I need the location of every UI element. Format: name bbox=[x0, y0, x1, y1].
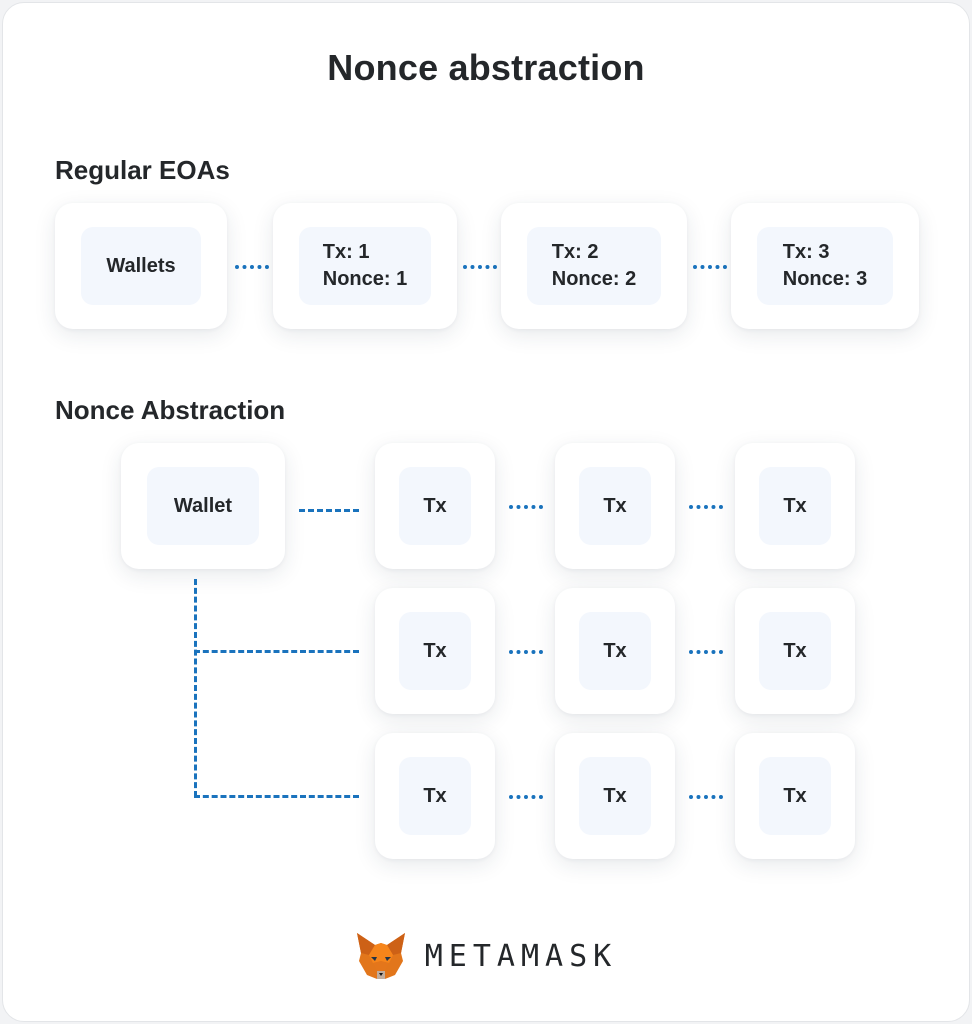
tx-label: Tx: 2 bbox=[551, 241, 599, 263]
tx-card: Tx bbox=[735, 443, 855, 569]
connector-branch-row-2 bbox=[194, 650, 359, 653]
connector-dashes bbox=[299, 509, 359, 512]
connector-dots bbox=[693, 265, 727, 269]
wallets-card: Wallets bbox=[55, 203, 227, 329]
tx-block: Tx bbox=[579, 757, 651, 835]
tx-block-1: Tx: 1 Nonce: 1 bbox=[299, 227, 431, 305]
tx-block: Tx bbox=[399, 612, 471, 690]
tx-card-3: Tx: 3 Nonce: 3 bbox=[731, 203, 919, 329]
tx-card: Tx bbox=[555, 443, 675, 569]
tx-block: Tx bbox=[399, 467, 471, 545]
tx-card: Tx bbox=[735, 588, 855, 714]
connector-dots bbox=[689, 795, 723, 799]
tx-block: Tx bbox=[579, 467, 651, 545]
diagram-title: Nonce abstraction bbox=[327, 47, 645, 88]
tx-card: Tx bbox=[555, 588, 675, 714]
connector-dots bbox=[689, 505, 723, 509]
tx-card: Tx bbox=[375, 733, 495, 859]
tx-label: Tx: 3 bbox=[782, 241, 830, 263]
section-label-nonce-abstraction: Nonce Abstraction bbox=[55, 395, 286, 425]
wallet-card: Wallet bbox=[121, 443, 285, 569]
tx-card: Tx bbox=[375, 443, 495, 569]
connector-dots bbox=[509, 505, 543, 509]
tx-block: Tx bbox=[759, 757, 831, 835]
tx-card-1: Tx: 1 Nonce: 1 bbox=[273, 203, 457, 329]
brand-wordmark: METAMASK bbox=[424, 938, 618, 974]
metamask-fox-icon bbox=[356, 933, 405, 979]
tx-block: Tx bbox=[399, 757, 471, 835]
wallet-label: Wallet bbox=[147, 467, 259, 545]
tx-block-2: Tx: 2 Nonce: 2 bbox=[527, 227, 661, 305]
tx-block-3: Tx: 3 Nonce: 3 bbox=[757, 227, 893, 305]
tx-card: Tx bbox=[735, 733, 855, 859]
connector-dots bbox=[235, 265, 269, 269]
connector-dots bbox=[509, 650, 543, 654]
tx-card: Tx bbox=[555, 733, 675, 859]
section-label-regular-eoas: Regular EOAs bbox=[55, 155, 230, 185]
wallets-label: Wallets bbox=[81, 227, 201, 305]
connector-dots bbox=[463, 265, 497, 269]
nonce-label: Nonce: 2 bbox=[551, 268, 637, 290]
tx-block: Tx bbox=[759, 467, 831, 545]
connector-branch-row-3 bbox=[194, 795, 359, 798]
connector-branch-vertical bbox=[194, 579, 197, 797]
connector-dots bbox=[689, 650, 723, 654]
tx-label: Tx: 1 bbox=[322, 241, 370, 263]
tx-card-2: Tx: 2 Nonce: 2 bbox=[501, 203, 687, 329]
nonce-label: Nonce: 3 bbox=[782, 268, 868, 290]
connector-dots bbox=[509, 795, 543, 799]
metamask-brand: METAMASK bbox=[3, 931, 969, 981]
tx-block: Tx bbox=[759, 612, 831, 690]
tx-card: Tx bbox=[375, 588, 495, 714]
nonce-label: Nonce: 1 bbox=[322, 268, 408, 290]
tx-block: Tx bbox=[579, 612, 651, 690]
